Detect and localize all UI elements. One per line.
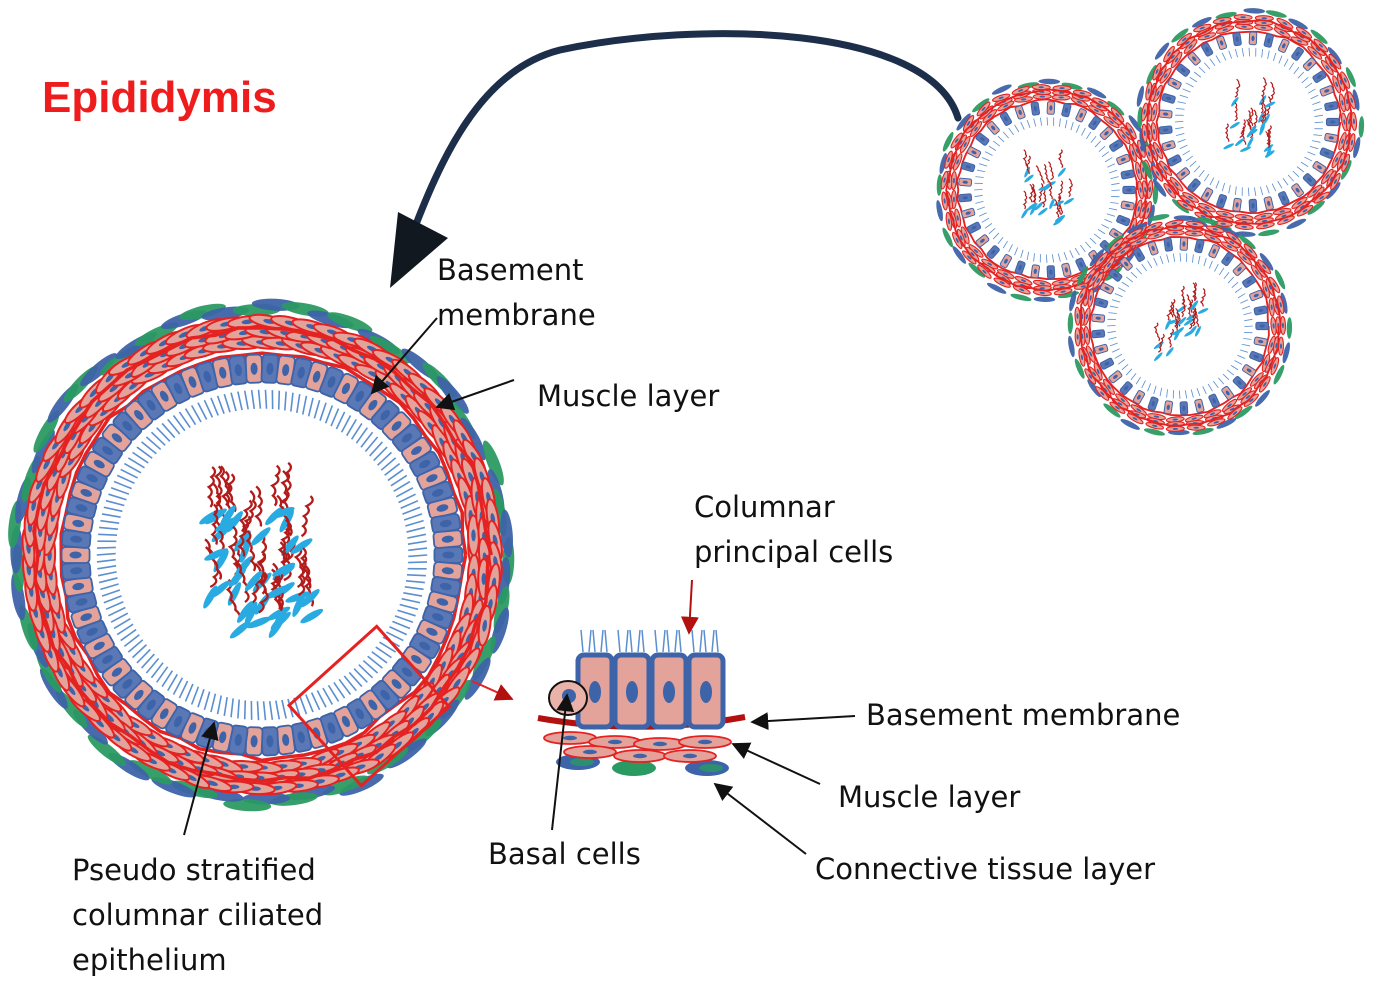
- label-epithelium: Pseudo stratified columnar ciliated epit…: [72, 853, 332, 977]
- pointer-basal-cells: [551, 693, 575, 831]
- zoom-box: [286, 624, 452, 788]
- pointer-principal-cells: [680, 579, 699, 635]
- label-connective-tissue-layer: Connective tissue layer: [815, 852, 1155, 886]
- pointer-muscle-right: [731, 742, 821, 785]
- label-muscle-layer-right: Muscle layer: [838, 780, 1020, 814]
- pointer-epithelium: [183, 721, 219, 836]
- epididymis-tubule-cross-section-icon: [8, 298, 515, 812]
- label-basement-membrane-right: Basement membrane: [866, 698, 1180, 732]
- zoom-arrow: [471, 680, 514, 701]
- label-basal-cells: Basal cells: [488, 837, 641, 871]
- pointer-muscle-top: [435, 379, 515, 411]
- tubule-cluster-icon: [936, 8, 1365, 436]
- label-columnar-principal-cells: Columnar principal cells: [694, 490, 893, 569]
- label-basement-membrane-top: Basement membrane: [437, 253, 596, 332]
- pointer-basement-top: [370, 317, 438, 395]
- label-muscle-layer-top: Muscle layer: [537, 379, 719, 413]
- page-title: Epididymis: [42, 73, 277, 122]
- epithelium-detail-icon: [537, 629, 746, 776]
- curved-arrow-head: [390, 212, 448, 288]
- pointer-connective: [713, 782, 807, 855]
- curved-arrow: [406, 30, 962, 244]
- pointer-basement-right: [750, 712, 856, 731]
